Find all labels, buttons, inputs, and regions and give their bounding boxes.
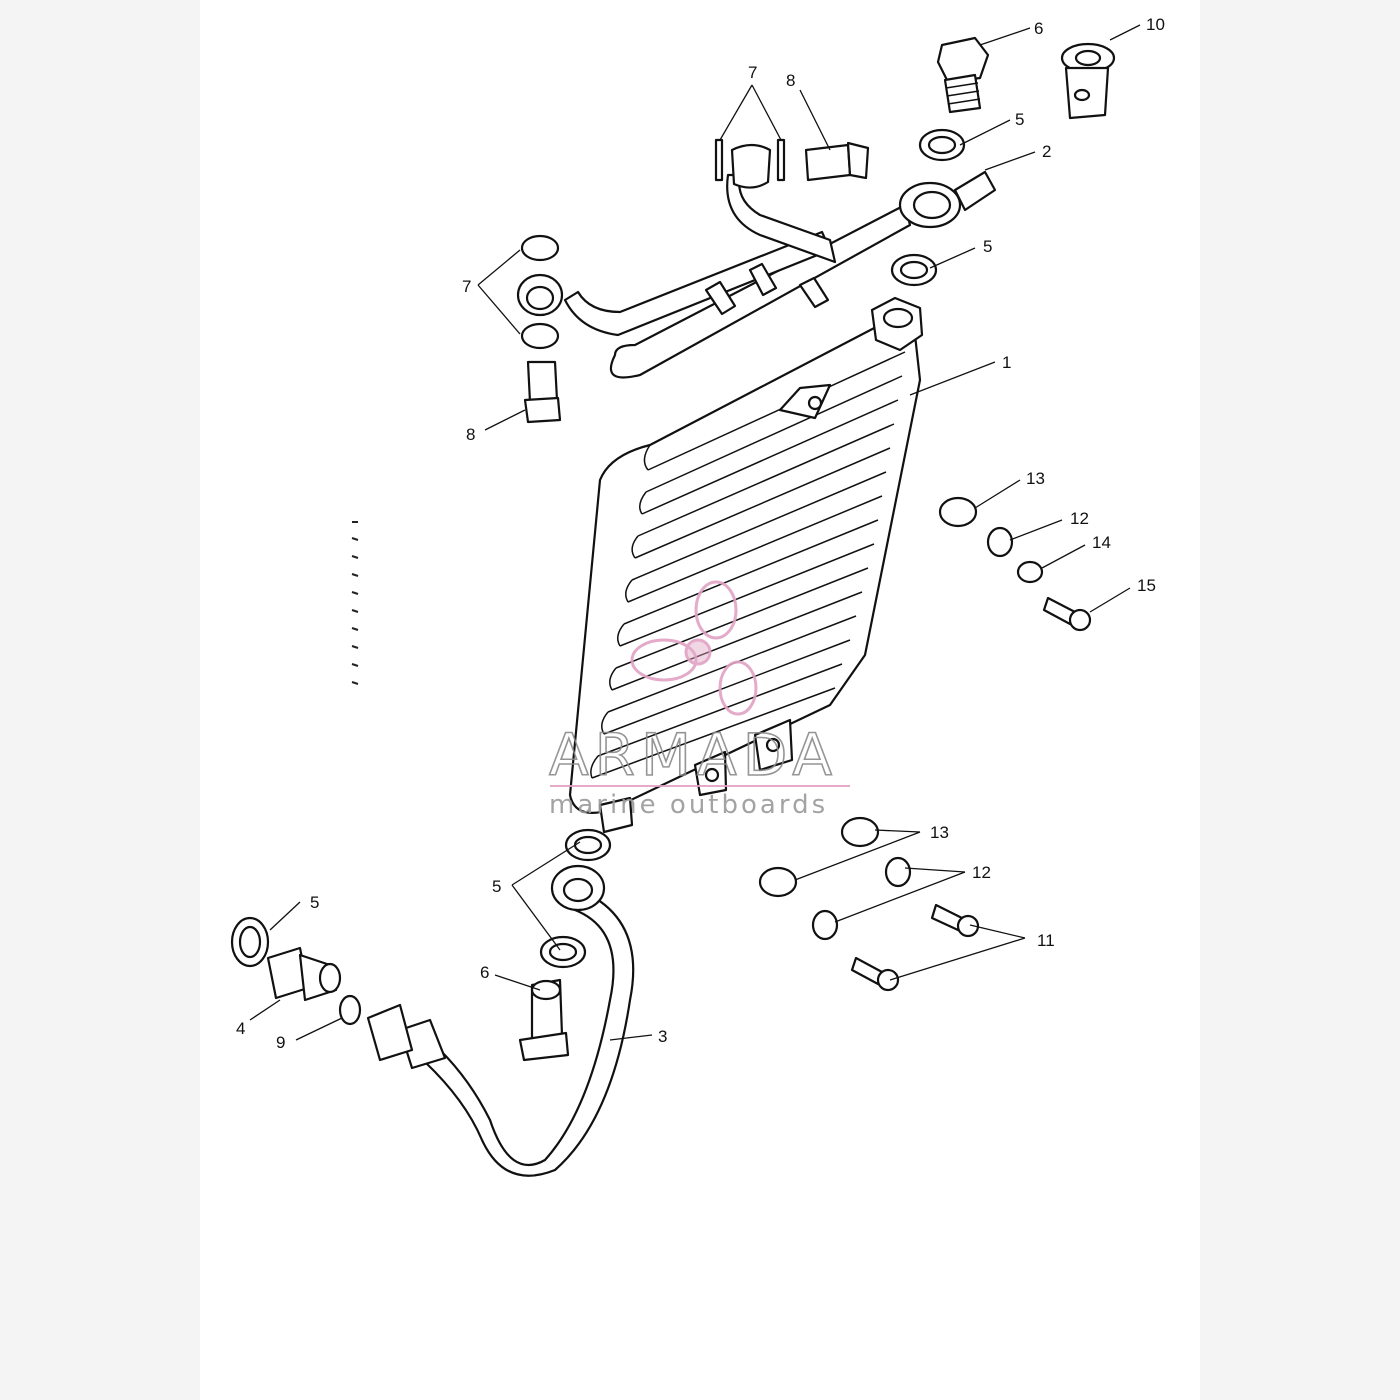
left-margin-panel	[0, 0, 200, 1400]
callout-4: 4	[236, 1019, 245, 1038]
callout-8: 8	[786, 71, 795, 90]
rubber-grommet	[938, 496, 978, 528]
collar	[811, 909, 839, 941]
callout-8: 8	[466, 425, 475, 444]
rubber-grommet	[758, 866, 798, 898]
sealing-washer-inner	[899, 260, 929, 280]
callout-12: 12	[972, 863, 991, 882]
o-ring	[338, 994, 362, 1026]
callout-6: 6	[1034, 19, 1043, 38]
banjo-bolt-top	[936, 36, 990, 114]
sealing-washer-7	[520, 322, 560, 350]
watermark-tagline: marine outboards	[549, 790, 828, 820]
banjo-bolt-lower	[518, 978, 570, 1062]
callout-5: 5	[983, 237, 992, 256]
bolt-15-head	[1068, 608, 1092, 632]
callout-10: 10	[1146, 15, 1165, 34]
callout-9: 9	[276, 1033, 285, 1052]
oil-cooler-core	[568, 296, 924, 834]
clip-pin	[776, 138, 786, 182]
washer-14	[1016, 560, 1044, 584]
callout-5: 5	[1015, 110, 1024, 129]
banjo-bolt-8	[523, 141, 870, 424]
callout-5: 5	[310, 893, 319, 912]
watermark-brand: ARMADA	[549, 721, 838, 789]
sealing-washer-inner	[927, 135, 957, 155]
collar	[986, 526, 1014, 558]
watermark: ARMADA marine outboards	[548, 580, 850, 820]
callout-3: 3	[658, 1027, 667, 1046]
union-bolt	[1060, 42, 1116, 120]
bolt-11-head	[956, 914, 980, 938]
rubber-grommet	[840, 816, 880, 848]
right-margin-panel	[1200, 0, 1400, 1400]
callout-11: 11	[1037, 931, 1055, 950]
watermark-logo-icon	[630, 580, 758, 716]
callout-13: 13	[930, 823, 949, 842]
leader-lines	[249, 24, 1141, 1041]
callout-2: 2	[1042, 142, 1051, 161]
callout-6: 6	[480, 963, 489, 982]
callout-7: 7	[748, 63, 757, 82]
lower-oil-pipe	[366, 864, 635, 1177]
callout-14: 14	[1092, 533, 1111, 552]
callout-7: 7	[462, 277, 471, 296]
scan-artifact-marks	[351, 521, 359, 685]
union-fitting	[266, 946, 342, 1002]
clip-pin	[714, 138, 724, 182]
sealing-washer-7	[520, 234, 560, 262]
sealing-washer-inner	[573, 835, 603, 855]
callout-5: 5	[492, 877, 501, 896]
callout-1: 1	[1002, 353, 1011, 372]
sealing-washer-inner	[238, 925, 262, 959]
sealing-washer-inner	[548, 942, 578, 962]
callout-12: 12	[1070, 509, 1089, 528]
callout-15: 15	[1137, 576, 1156, 595]
callout-13: 13	[1026, 469, 1045, 488]
upper-oil-pipe	[516, 143, 997, 379]
bolt-11-head	[876, 968, 900, 992]
collar	[884, 856, 912, 888]
callout-labels: 1 2 3 4 5 5 5 5 6 6 7 7 8 8 9 10 11 12 1…	[236, 15, 1165, 1052]
